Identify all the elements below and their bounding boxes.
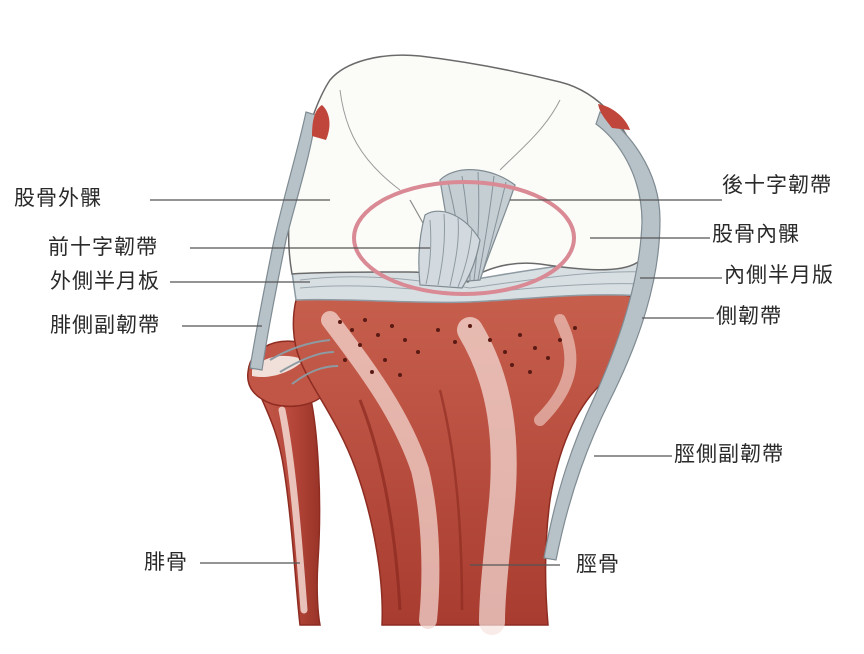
tibia-highlight-1: [321, 311, 440, 629]
label-collateral-ligament: 側韌帶: [716, 304, 782, 328]
label-medial-meniscus: 內側半月版: [724, 263, 834, 287]
fibula-highlight: [278, 406, 308, 614]
fibular-collateral-ligament-shape: [249, 111, 317, 371]
tibia-stipple: [338, 318, 577, 377]
femur-contour-1: [339, 89, 401, 191]
fibula-ligaments: [269, 339, 339, 385]
label-tibial-collateral-ligament: 脛側副韌帶: [674, 442, 784, 466]
label-fibula: 腓骨: [144, 550, 188, 574]
label-fibular-collateral-ligament: 腓側副韌帶: [50, 313, 160, 337]
tibial-collateral-ligament-shape: [543, 111, 661, 561]
label-femur-lateral-condyle: 股骨外髁: [14, 186, 102, 210]
label-lateral-meniscus: 外側半月板: [50, 269, 160, 293]
femur: [287, 54, 647, 283]
fibular-collateral-red: [312, 105, 330, 140]
tibia-groove-2: [438, 389, 464, 611]
label-tibia: 脛骨: [576, 552, 620, 576]
leader-lines-right: [470, 199, 722, 566]
label-femur-medial-condyle: 股骨內髁: [712, 222, 800, 246]
fibula-head-cap: [252, 355, 304, 378]
highlight-ellipse: [352, 180, 576, 296]
femur-contour-2: [499, 99, 561, 171]
acl-fibers: [425, 213, 473, 288]
tibia-groove: [358, 399, 402, 611]
label-anterior-cruciate-ligament: 前十字韌帶: [48, 235, 158, 259]
tibia-highlight-2: [457, 317, 517, 635]
leader-lines-left: [150, 199, 430, 564]
label-posterior-cruciate-ligament: 後十字韌帶: [722, 173, 832, 197]
fibula-shaft: [257, 383, 321, 626]
tibial-collateral-red: [598, 104, 630, 130]
tibia-highlight-3: [534, 314, 577, 426]
